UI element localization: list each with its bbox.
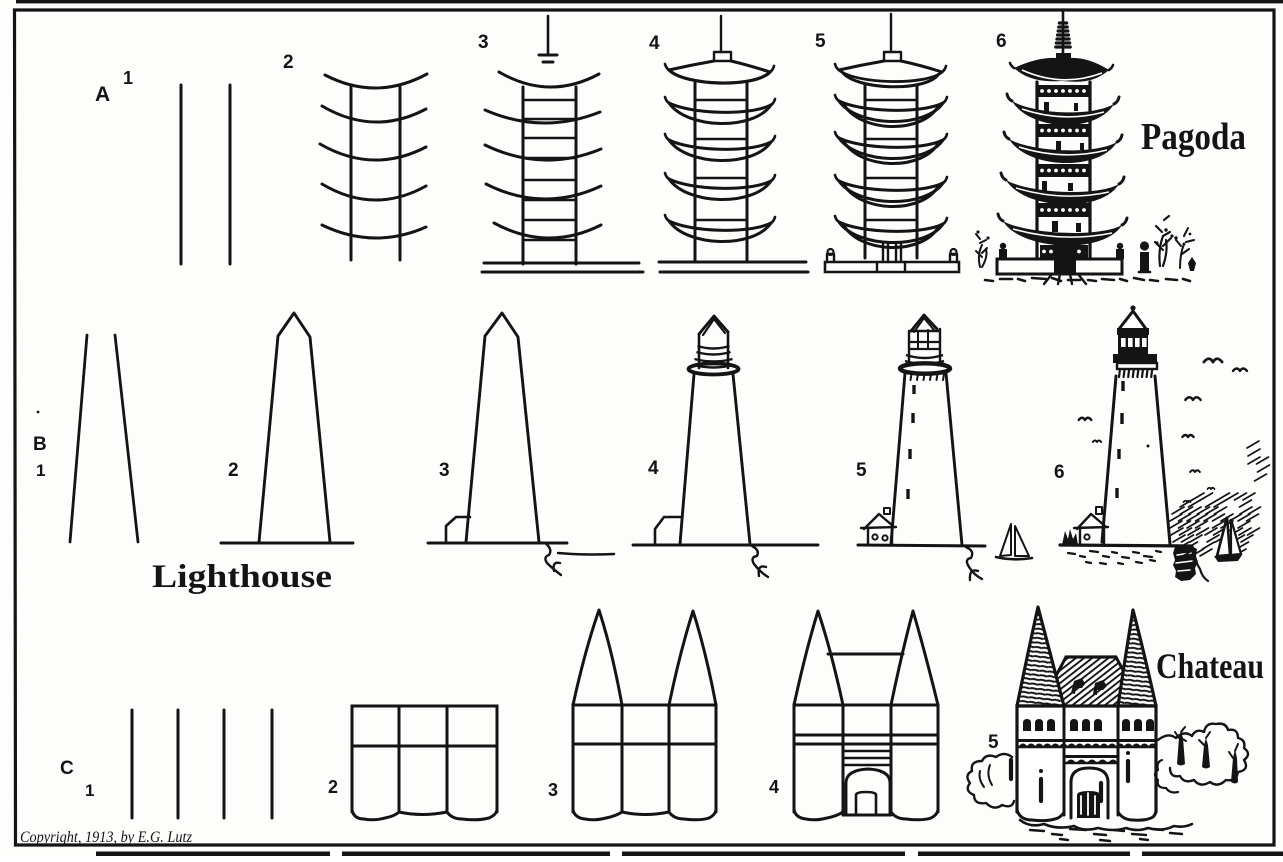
svg-text:4: 4 [769, 777, 779, 797]
svg-text:5: 5 [815, 31, 826, 52]
svg-text:4: 4 [648, 458, 659, 479]
svg-text:3: 3 [478, 32, 489, 53]
svg-text:5: 5 [856, 460, 867, 481]
svg-text:B: B [33, 434, 47, 455]
svg-text:A: A [95, 83, 110, 106]
svg-text:3: 3 [548, 780, 558, 800]
svg-text:1: 1 [123, 68, 133, 88]
svg-text:Lighthouse: Lighthouse [152, 559, 332, 595]
svg-text:3: 3 [439, 460, 450, 481]
svg-text:2: 2 [228, 460, 239, 481]
svg-text:2: 2 [283, 52, 294, 73]
svg-text:C: C [60, 758, 74, 779]
svg-text:Copyright, 1913, by E.G. Lutz: Copyright, 1913, by E.G. Lutz [20, 829, 193, 846]
svg-text:6: 6 [1054, 462, 1065, 483]
svg-text:Chateau: Chateau [1156, 646, 1264, 686]
svg-text:5: 5 [988, 732, 999, 753]
svg-text:Pagoda: Pagoda [1141, 116, 1246, 158]
svg-text:4: 4 [649, 33, 660, 54]
svg-text:6: 6 [996, 31, 1007, 52]
svg-text:2: 2 [328, 777, 338, 797]
svg-text:1: 1 [85, 781, 94, 800]
svg-text:1: 1 [36, 461, 45, 480]
